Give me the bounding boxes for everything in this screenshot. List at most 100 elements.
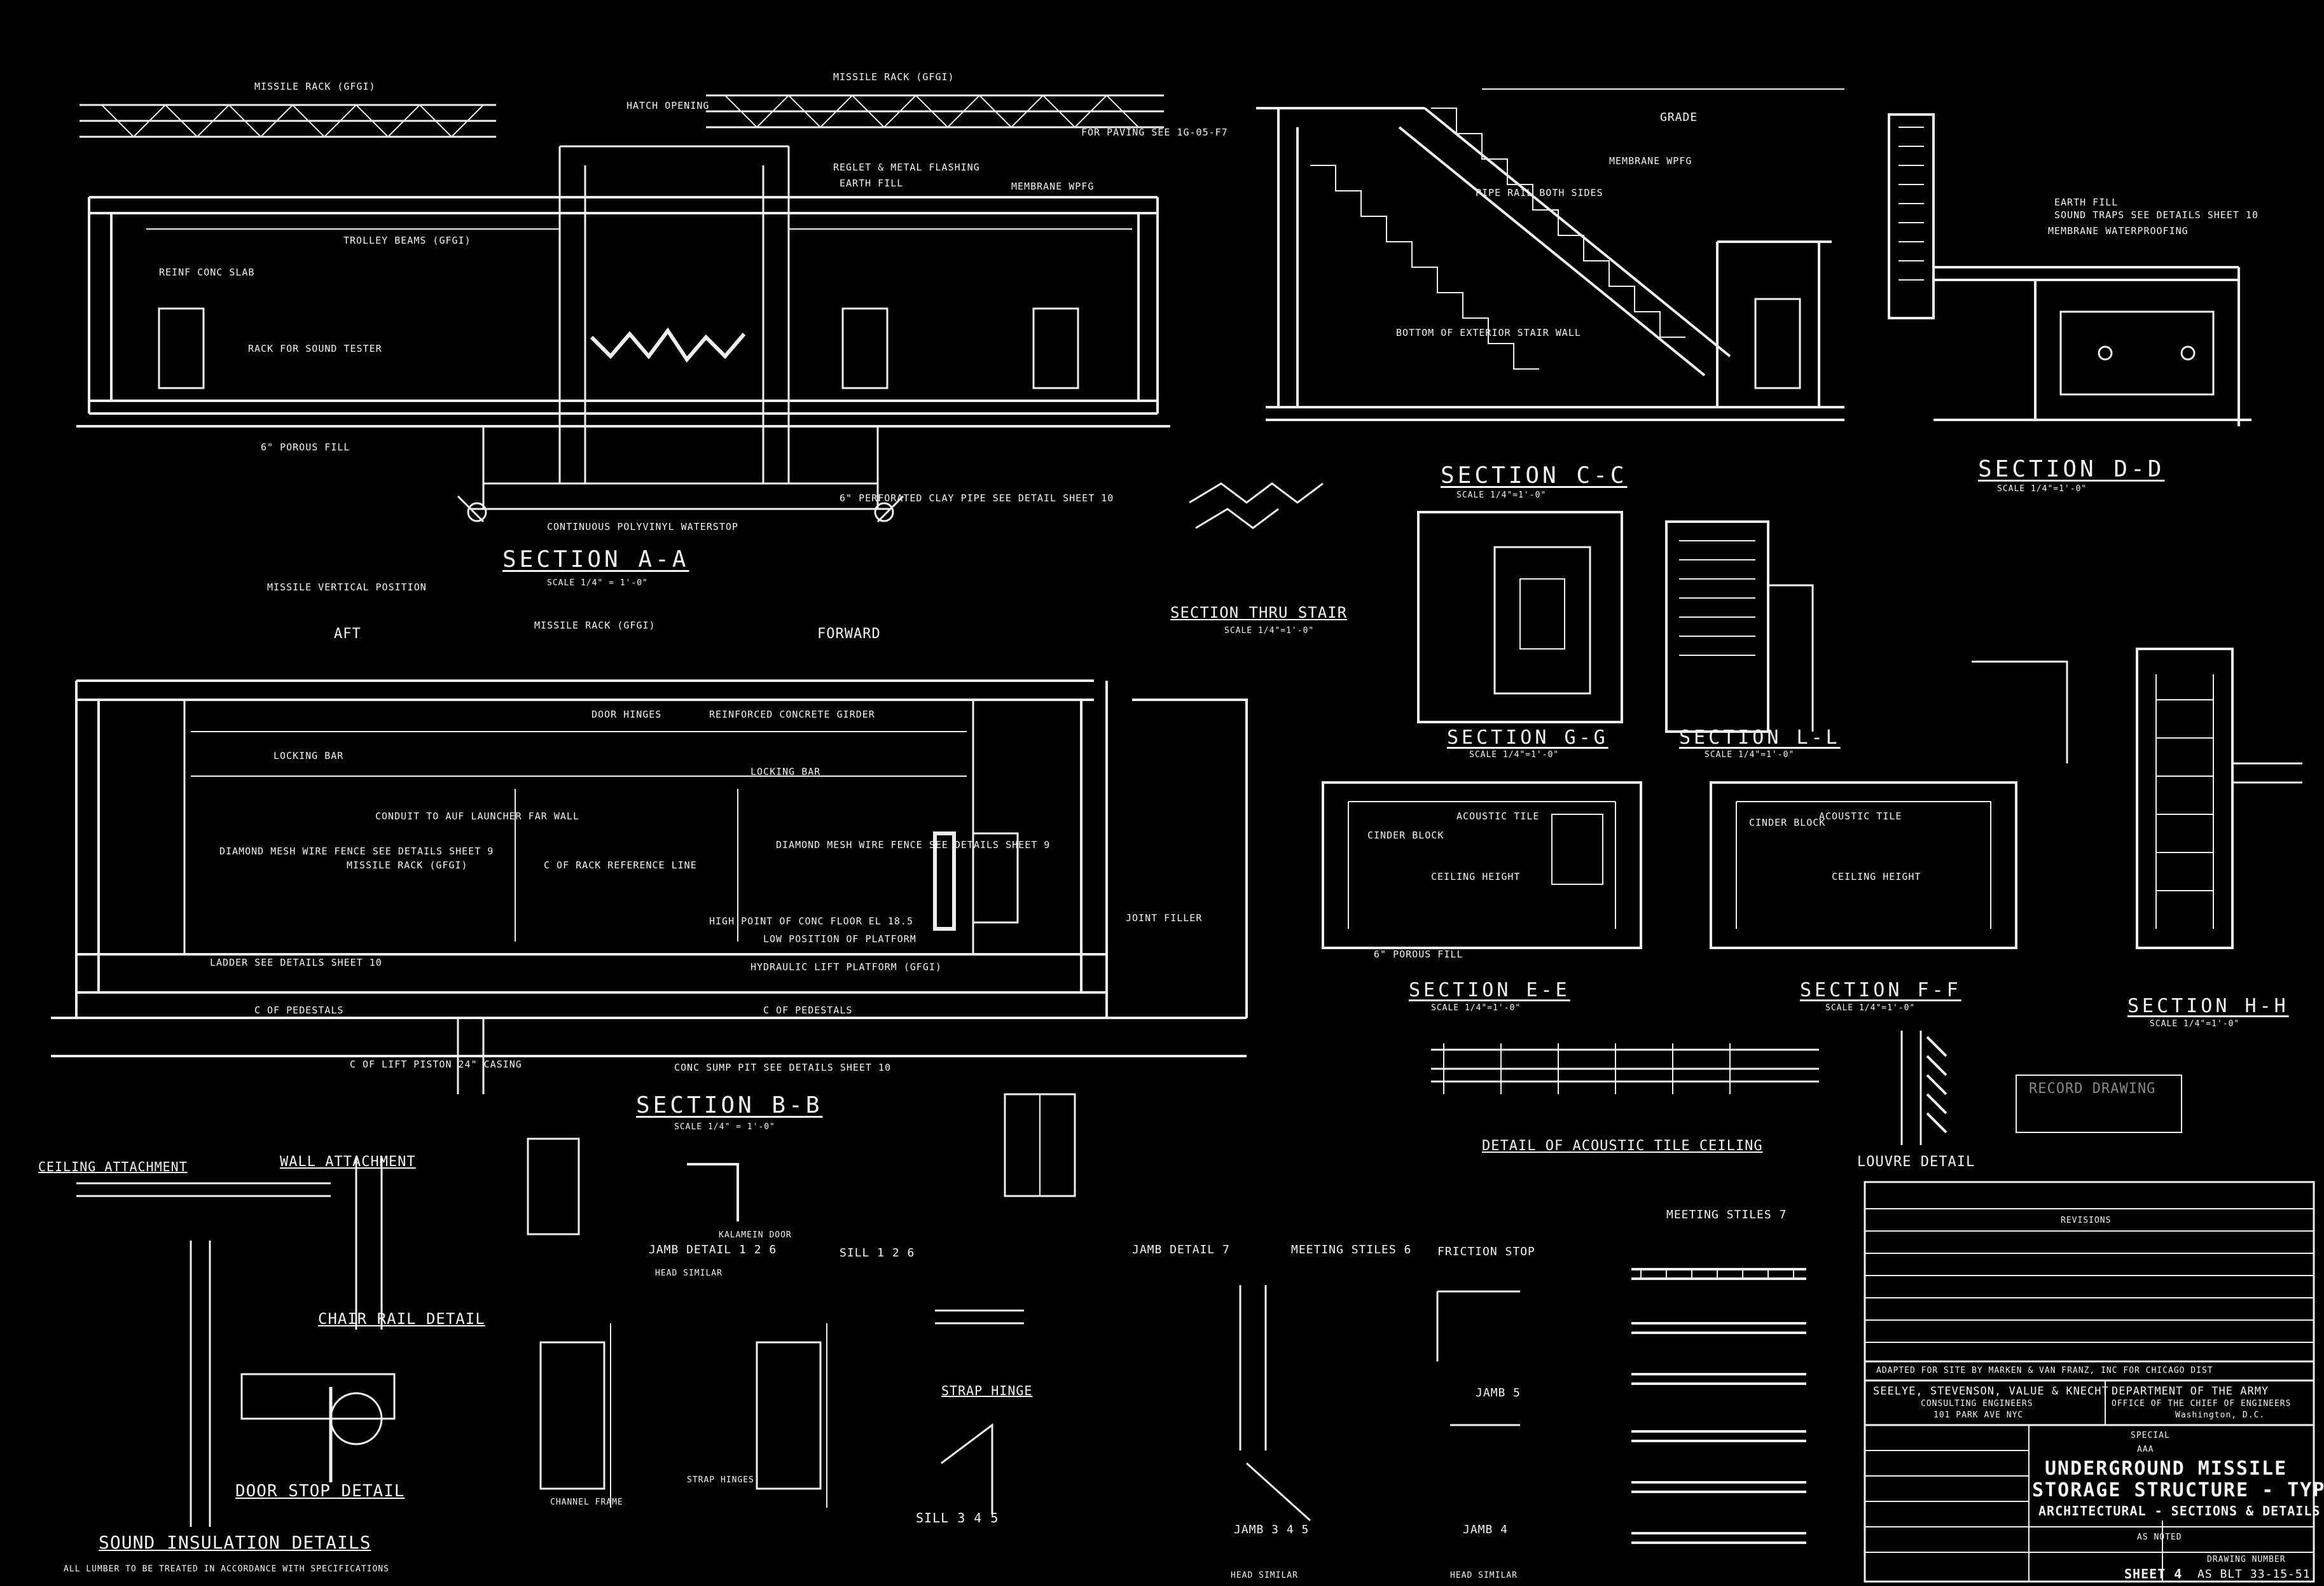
title-block-title-3: ARCHITECTURAL - SECTIONS & DETAILS: [2038, 1503, 2321, 1519]
title-block-revisions: REVISIONS: [2061, 1216, 2112, 1225]
label-lift-piston: C OF LIFT PISTON 24" CASING: [350, 1059, 522, 1070]
title-block-sheet: SHEET 4: [2124, 1566, 2183, 1582]
title-block-owner: DEPARTMENT OF THE ARMY: [2112, 1385, 2269, 1398]
label-membrane-wpfg-2: MEMBRANE WPFG: [1609, 155, 1692, 167]
title-block-drawing-number: AS BLT 33-15-51: [2197, 1568, 2311, 1581]
section-cc-scale: SCALE 1/4"=1'-0": [1456, 490, 1547, 500]
label-friction-stop: FRICTION STOP: [1437, 1245, 1535, 1258]
title-block-scale: AS NOTED: [2137, 1533, 2182, 1542]
section-aa-drawing: [76, 94, 1324, 529]
label-diamond-mesh-2: DIAMOND MESH WIRE FENCE SEE DETAILS SHEE…: [776, 839, 1051, 851]
label-missile-rack-3: MISSILE RACK (GFGI): [534, 620, 656, 631]
label-head-similar-2: HEAD SIMILAR: [1231, 1571, 1298, 1580]
label-diamond-mesh-1: DIAMOND MESH WIRE FENCE SEE DETAILS SHEE…: [219, 845, 494, 857]
label-missile-rack-2: MISSILE RACK (GFGI): [833, 71, 955, 83]
label-rack-sound-tester: RACK FOR SOUND TESTER: [248, 343, 382, 354]
label-forward: FORWARD: [817, 626, 881, 642]
section-dd-title: SECTION D-D: [1978, 456, 2165, 482]
label-missile-vertical: MISSILE VERTICAL POSITION: [267, 581, 427, 593]
section-ee-title: SECTION E-E: [1409, 979, 1570, 1001]
label-low-position-platform: LOW POSITION OF PLATFORM: [763, 933, 916, 945]
label-porous-fill: 6" POROUS FILL: [261, 442, 350, 453]
label-pedestals-2: C OF PEDESTALS: [763, 1005, 853, 1016]
section-bb-drawing: [51, 679, 1248, 1094]
title-block-owner-city: Washington, D.C.: [2175, 1410, 2265, 1420]
label-meeting-stiles-7: MEETING STILES 7: [1666, 1208, 1787, 1221]
section-hh-drawing: [1972, 648, 2302, 949]
label-for-paving: FOR PAVING SEE 1G-05-F7: [1081, 127, 1228, 138]
section-thru-stair-scale: SCALE 1/4"=1'-0": [1224, 626, 1315, 636]
label-high-point-floor: HIGH POINT OF CONC FLOOR EL 18.5: [709, 915, 913, 927]
label-channel-frame: CHANNEL FRAME: [550, 1498, 623, 1507]
section-aa-scale: SCALE 1/4" = 1'-0": [547, 578, 648, 588]
label-perforated-clay-pipe: 6" PERFORATED CLAY PIPE SEE DETAIL SHEET…: [840, 492, 1114, 504]
title-block-aaa: AAA: [2137, 1445, 2154, 1454]
section-ee-drawing: [1322, 781, 1642, 949]
label-strap-hinges: STRAP HINGES: [687, 1475, 754, 1485]
label-conduit-launcher: CONDUIT TO AUF LAUNCHER FAR WALL: [375, 810, 579, 822]
label-membrane-wpfg: MEMBRANE WPFG: [1011, 181, 1095, 192]
label-joint-filler: JOINT FILLER: [1126, 912, 1203, 924]
label-missile-rack-1: MISSILE RACK (GFGI): [254, 81, 376, 92]
section-gg-title: SECTION G-G: [1447, 727, 1608, 749]
label-door-hinges: DOOR HINGES: [591, 709, 662, 720]
label-jamb-4: JAMB 4: [1463, 1523, 1509, 1536]
label-earth-fill: EARTH FILL: [840, 177, 904, 189]
acoustic-tile-detail-drawing: [1431, 1043, 1819, 1094]
title-block-drawing: [1864, 1075, 2315, 1583]
label-jamb-5: JAMB 5: [1476, 1386, 1521, 1400]
label-grade: GRADE: [1660, 111, 1698, 124]
label-strap-hinge: STRAP HINGE: [941, 1383, 1033, 1398]
label-acoustic-tile-1: ACOUSTIC TILE: [1456, 810, 1540, 822]
section-bb-scale: SCALE 1/4" = 1'-0": [674, 1122, 775, 1132]
section-dd-drawing: [1888, 113, 2251, 426]
title-block-engineer-addr: 101 PARK AVE NYC: [1933, 1410, 2024, 1420]
section-thru-stair-title: SECTION THRU STAIR: [1170, 604, 1348, 622]
label-jamb-detail-1: JAMB DETAIL 1 2 6: [649, 1243, 777, 1256]
section-bb-title: SECTION B-B: [636, 1092, 823, 1118]
section-gg-drawing: [1417, 511, 1623, 723]
label-sill-1: SILL 1 2 6: [840, 1246, 915, 1260]
label-louvre-detail: LOUVRE DETAIL: [1857, 1154, 1975, 1170]
meeting-stiles-drawing: [1631, 1268, 1806, 1544]
label-pipe-rail: PIPE RAIL BOTH SIDES: [1476, 187, 1603, 198]
label-earth-fill-2: EARTH FILL: [2054, 197, 2119, 208]
label-wall-attachment: WALL ATTACHMENT: [280, 1154, 416, 1170]
section-ll-title: SECTION L-L: [1679, 727, 1841, 749]
label-chair-rail-detail: CHAIR RAIL DETAIL: [318, 1310, 485, 1328]
label-porous-fill-2: 6" POROUS FILL: [1374, 949, 1463, 960]
title-block-adapted: ADAPTED FOR SITE BY MARKEN & VAN FRANZ, …: [1876, 1366, 2213, 1375]
label-reglet-flashing: REGLET & METAL FLASHING: [833, 162, 980, 173]
label-pedestals-1: C OF PEDESTALS: [254, 1005, 344, 1016]
label-trolley-beams: TROLLEY BEAMS (GFGI): [343, 235, 471, 246]
label-aft: AFT: [334, 626, 361, 642]
label-sound-insulation-note: ALL LUMBER TO BE TREATED IN ACCORDANCE W…: [64, 1564, 389, 1574]
door-details-drawing: [527, 1093, 1520, 1522]
label-ceiling-height-1: CEILING HEIGHT: [1431, 871, 1521, 882]
title-block-engineer: SEELYE, STEVENSON, VALUE & KNECHT: [1873, 1385, 2109, 1398]
title-block-owner-sub: OFFICE OF THE CHIEF OF ENGINEERS: [2112, 1399, 2292, 1409]
label-door-stop-detail: DOOR STOP DETAIL: [235, 1482, 405, 1501]
label-cinder-block-1: CINDER BLOCK: [1367, 830, 1444, 841]
label-acoustic-tile-2: ACOUSTIC TILE: [1819, 810, 1902, 822]
title-block-title-2: STORAGE STRUCTURE - TYPE "D": [2032, 1479, 2324, 1501]
label-jamb-detail-2: JAMB DETAIL 7: [1132, 1243, 1230, 1256]
label-waterstop: CONTINUOUS POLYVINYL WATERSTOP: [547, 521, 738, 532]
label-sump-pit: CONC SUMP PIT SEE DETAILS SHEET 10: [674, 1062, 892, 1073]
label-record-drawing: RECORD DRAWING: [2029, 1081, 2156, 1097]
section-ff-title: SECTION F-F: [1800, 979, 1961, 1001]
section-hh-title: SECTION H-H: [2127, 995, 2289, 1017]
section-hh-scale: SCALE 1/4"=1'-0": [2150, 1019, 2240, 1029]
title-block-special: SPECIAL: [2131, 1431, 2170, 1440]
label-reinforced-conc-girder: REINFORCED CONCRETE GIRDER: [709, 709, 875, 720]
label-cinder-block-2: CINDER BLOCK: [1749, 817, 1826, 828]
label-sound-insulation-details: SOUND INSULATION DETAILS: [99, 1532, 371, 1553]
label-head-similar-3: HEAD SIMILAR: [1450, 1571, 1518, 1580]
label-hydraulic-lift: HYDRAULIC LIFT PLATFORM (GFGI): [750, 961, 942, 973]
sound-insulation-details-drawing: [76, 1158, 396, 1527]
label-ladder: LADDER SEE DETAILS SHEET 10: [210, 957, 382, 968]
louvre-detail-drawing: [1900, 1031, 1947, 1145]
label-locking-bar-2: LOCKING BAR: [750, 766, 821, 777]
section-gg-scale: SCALE 1/4"=1'-0": [1469, 750, 1560, 760]
